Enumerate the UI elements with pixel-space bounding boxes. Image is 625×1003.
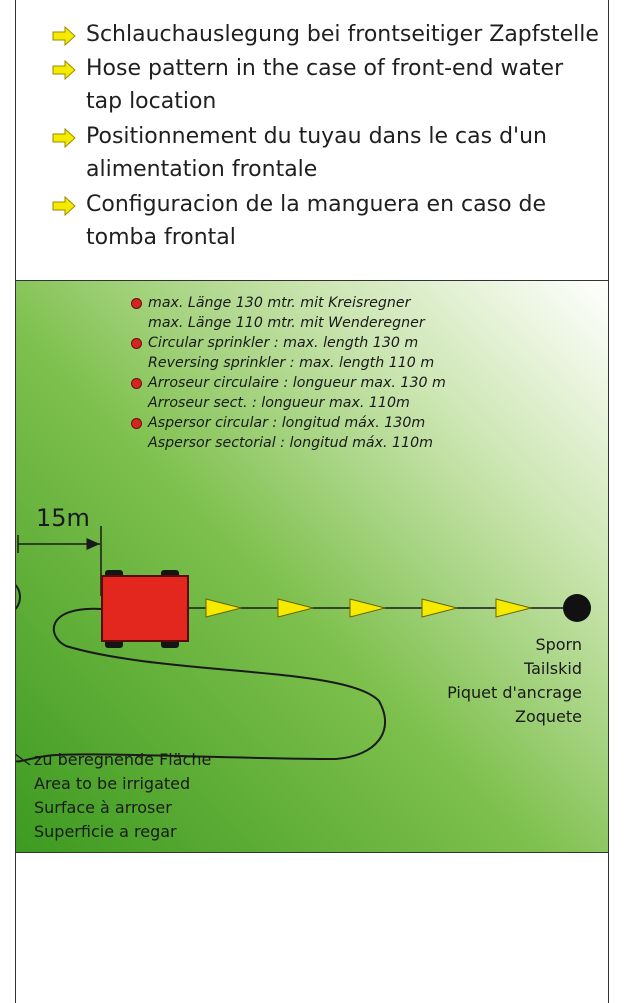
- bullet-dot-icon: [131, 338, 142, 349]
- hose-length-notes: max. Länge 130 mtr. mit Kreisregner max.…: [131, 293, 446, 453]
- anchor-label-fr: Piquet d'ancrage: [447, 683, 582, 702]
- instruction-item-fr: Positionnement du tuyau dans le cas d'un…: [52, 120, 596, 186]
- blank-area: [16, 853, 608, 1003]
- area-label-es: Superficie a regar: [34, 822, 177, 841]
- bullet-dot-icon: [131, 418, 142, 429]
- instruction-item-es: Configuracion de la manguera en caso de …: [52, 188, 586, 254]
- distance-label: 15m: [36, 504, 90, 532]
- area-label-de: zu beregnende Fläche: [34, 750, 212, 769]
- flow-arrow-icon: [205, 598, 242, 618]
- note-line-es-2: Aspersor sectorial : longitud máx. 110m: [148, 435, 433, 451]
- bullet-dot-icon: [131, 298, 142, 309]
- instructions-header: Schlauchauslegung bei frontseitiger Zapf…: [16, 0, 608, 280]
- flow-arrows: [205, 598, 532, 618]
- arrow-right-icon: [52, 127, 76, 149]
- arrow-right-icon: [52, 25, 76, 47]
- instruction-text-de: Schlauchauslegung bei frontseitiger Zapf…: [86, 22, 599, 47]
- note-line-fr-1: Arroseur circulaire : longueur max. 130 …: [131, 373, 446, 393]
- note-line-de-2: max. Länge 110 mtr. mit Wenderegner: [148, 315, 425, 331]
- flow-arrow-icon: [421, 598, 458, 618]
- anchor-spike-icon: [563, 594, 591, 622]
- area-label-en: Area to be irrigated: [34, 774, 191, 793]
- note-line-es-1: Aspersor circular : longitud máx. 130m: [131, 413, 446, 433]
- area-leader-line: [16, 753, 31, 766]
- page-frame: Schlauchauslegung bei frontseitiger Zapf…: [15, 0, 609, 1003]
- sprinkler-cart-icon: [101, 570, 189, 648]
- arrow-right-icon: [52, 59, 76, 81]
- hose-layout-diagram: [16, 526, 591, 766]
- instruction-text-es: Configuracion de la manguera en caso de …: [86, 192, 547, 250]
- flow-arrow-icon: [349, 598, 386, 618]
- flow-arrow-icon: [495, 598, 532, 618]
- bullet-dot-icon: [131, 378, 142, 389]
- note-line-de-1: max. Länge 130 mtr. mit Kreisregner: [131, 293, 446, 313]
- instruction-text-en: Hose pattern in the case of front-end wa…: [86, 56, 564, 114]
- instruction-item-en: Hose pattern in the case of front-end wa…: [52, 52, 586, 118]
- irrigation-area: max. Länge 130 mtr. mit Kreisregner max.…: [16, 280, 608, 853]
- note-line-fr-2: Arroseur sect. : longueur max. 110m: [148, 395, 410, 411]
- note-line-en-1: Circular sprinkler : max. length 130 m: [131, 333, 446, 353]
- instruction-text-fr: Positionnement du tuyau dans le cas d'un…: [86, 124, 547, 182]
- anchor-label-en: Tailskid: [523, 659, 582, 678]
- note-line-en-2: Reversing sprinkler : max. length 110 m: [148, 355, 435, 371]
- arrow-right-icon: [52, 195, 76, 217]
- area-label-fr: Surface à arroser: [34, 798, 172, 817]
- water-tap-circle: [16, 584, 21, 610]
- instruction-item-de: Schlauchauslegung bei frontseitiger Zapf…: [52, 18, 625, 51]
- hose-loop: [16, 607, 386, 763]
- flow-arrow-icon: [277, 598, 314, 618]
- anchor-label-de: Sporn: [535, 635, 582, 654]
- anchor-label-es: Zoquete: [514, 707, 582, 726]
